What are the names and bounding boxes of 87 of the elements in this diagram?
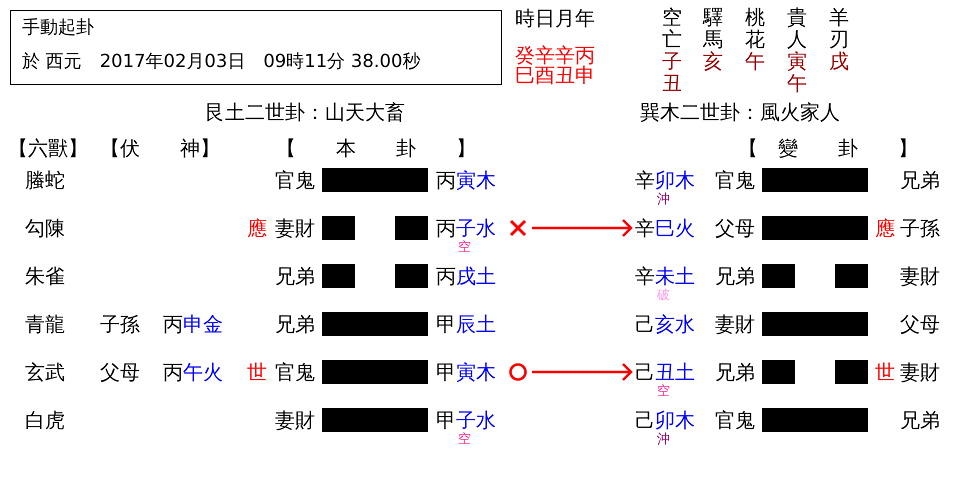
stem-label: 丙 [163,312,183,336]
relation-label: 兄弟 [275,312,315,336]
arrow [532,218,632,238]
animal-name: 白虎 [25,408,65,432]
ying-mark: 應 [247,216,267,240]
relation-label: 兄弟 [900,168,940,192]
relation-label: 官鬼 [275,360,315,384]
stem-label: 甲 [436,408,456,432]
animal-name: 朱雀 [25,264,65,288]
shensha-name: 羊刃 [829,6,849,50]
stem-label: 己 [635,360,655,384]
branch-label: 丑土 [655,360,695,384]
status-mark: 沖 [657,193,670,207]
shensha-name: 貴人 [787,6,807,50]
relation-label: 官鬼 [715,408,755,432]
relation-label: 兄弟 [715,264,755,288]
branch-label: 午火 [183,360,223,384]
stem-label: 辛 [635,216,655,240]
ying-mark: 應 [875,216,895,240]
animal-name: 勾陳 [25,216,65,240]
branch-label: 亥水 [655,312,695,336]
shensha-name: 空亡 [662,6,682,50]
shensha-branch: 午 [745,50,765,72]
branch-label: 卯木 [655,168,695,192]
stem-label: 甲 [436,312,456,336]
column-header: 【 本 卦 】 [276,136,476,160]
relation-label: 兄弟 [275,264,315,288]
relation-label: 子孫 [900,216,940,240]
stem-label: 辛 [635,264,655,288]
relation-label: 妻財 [275,408,315,432]
branch-label: 子水 [456,408,496,432]
branch-label: 寅木 [456,360,496,384]
branch-label: 巳火 [655,216,695,240]
relation-label: 妻財 [715,312,755,336]
relation-label: 妻財 [900,360,940,384]
status-mark: 空 [657,385,670,399]
branch-label: 卯木 [655,408,695,432]
stem-label: 丙 [436,216,456,240]
branch-label: 戌土 [456,264,496,288]
relation-label: 父母 [100,360,140,384]
arrow [532,362,632,382]
hexagram-name: 艮土二世卦：山天大畜 [205,100,405,124]
pillar-header: 時日月年 [515,6,595,30]
relation-label: 妻財 [900,264,940,288]
status-mark: 沖 [657,433,670,447]
header-title: 手動起卦 [22,16,95,40]
shi-mark: 世 [247,360,267,384]
relation-label: 兄弟 [715,360,755,384]
branch-label: 申金 [183,312,223,336]
column-header: 【伏 神】 [100,136,220,160]
relation-label: 官鬼 [715,168,755,192]
status-mark: 破 [657,289,670,303]
stem-label: 己 [635,312,655,336]
branch-label: 未土 [655,264,695,288]
relation-label: 父母 [900,312,940,336]
relation-label: 兄弟 [900,408,940,432]
branch-row: 巳酉丑申 [515,65,595,85]
stem-label: 辛 [635,168,655,192]
relation-label: 官鬼 [275,168,315,192]
column-header: 【 變 卦 】 [738,136,918,160]
stem-label: 己 [635,408,655,432]
shensha-branch: 子丑 [662,50,682,94]
shensha-branch: 寅午 [787,50,807,94]
shensha-branch: 亥 [703,50,723,72]
animal-name: 螣蛇 [25,168,65,192]
animal-name: 青龍 [25,312,65,336]
status-mark: 空 [458,433,471,447]
branch-label: 辰土 [456,312,496,336]
relation-label: 子孫 [100,312,140,336]
branch-label: 子水 [456,216,496,240]
relation-label: 妻財 [275,216,315,240]
stem-label: 丙 [436,264,456,288]
shi-mark: 世 [875,360,895,384]
stem-label: 甲 [436,360,456,384]
stem-label: 丙 [436,168,456,192]
header-box [10,10,502,85]
relation-label: 父母 [715,216,755,240]
column-header: 【六獸】 [8,136,88,160]
stem-label: 丙 [163,360,183,384]
shensha-branch: 戌 [829,50,849,72]
branch-label: 寅木 [456,168,496,192]
shensha-name: 驛馬 [703,6,723,50]
animal-name: 玄武 [25,360,65,384]
hexagram-name: 巽木二世卦：風火家人 [640,100,840,124]
status-mark: 空 [458,241,471,255]
shensha-name: 桃花 [745,6,765,50]
date-time-text: 於 西元 2017年02月03日 09時11分 38.00秒 [22,50,422,74]
